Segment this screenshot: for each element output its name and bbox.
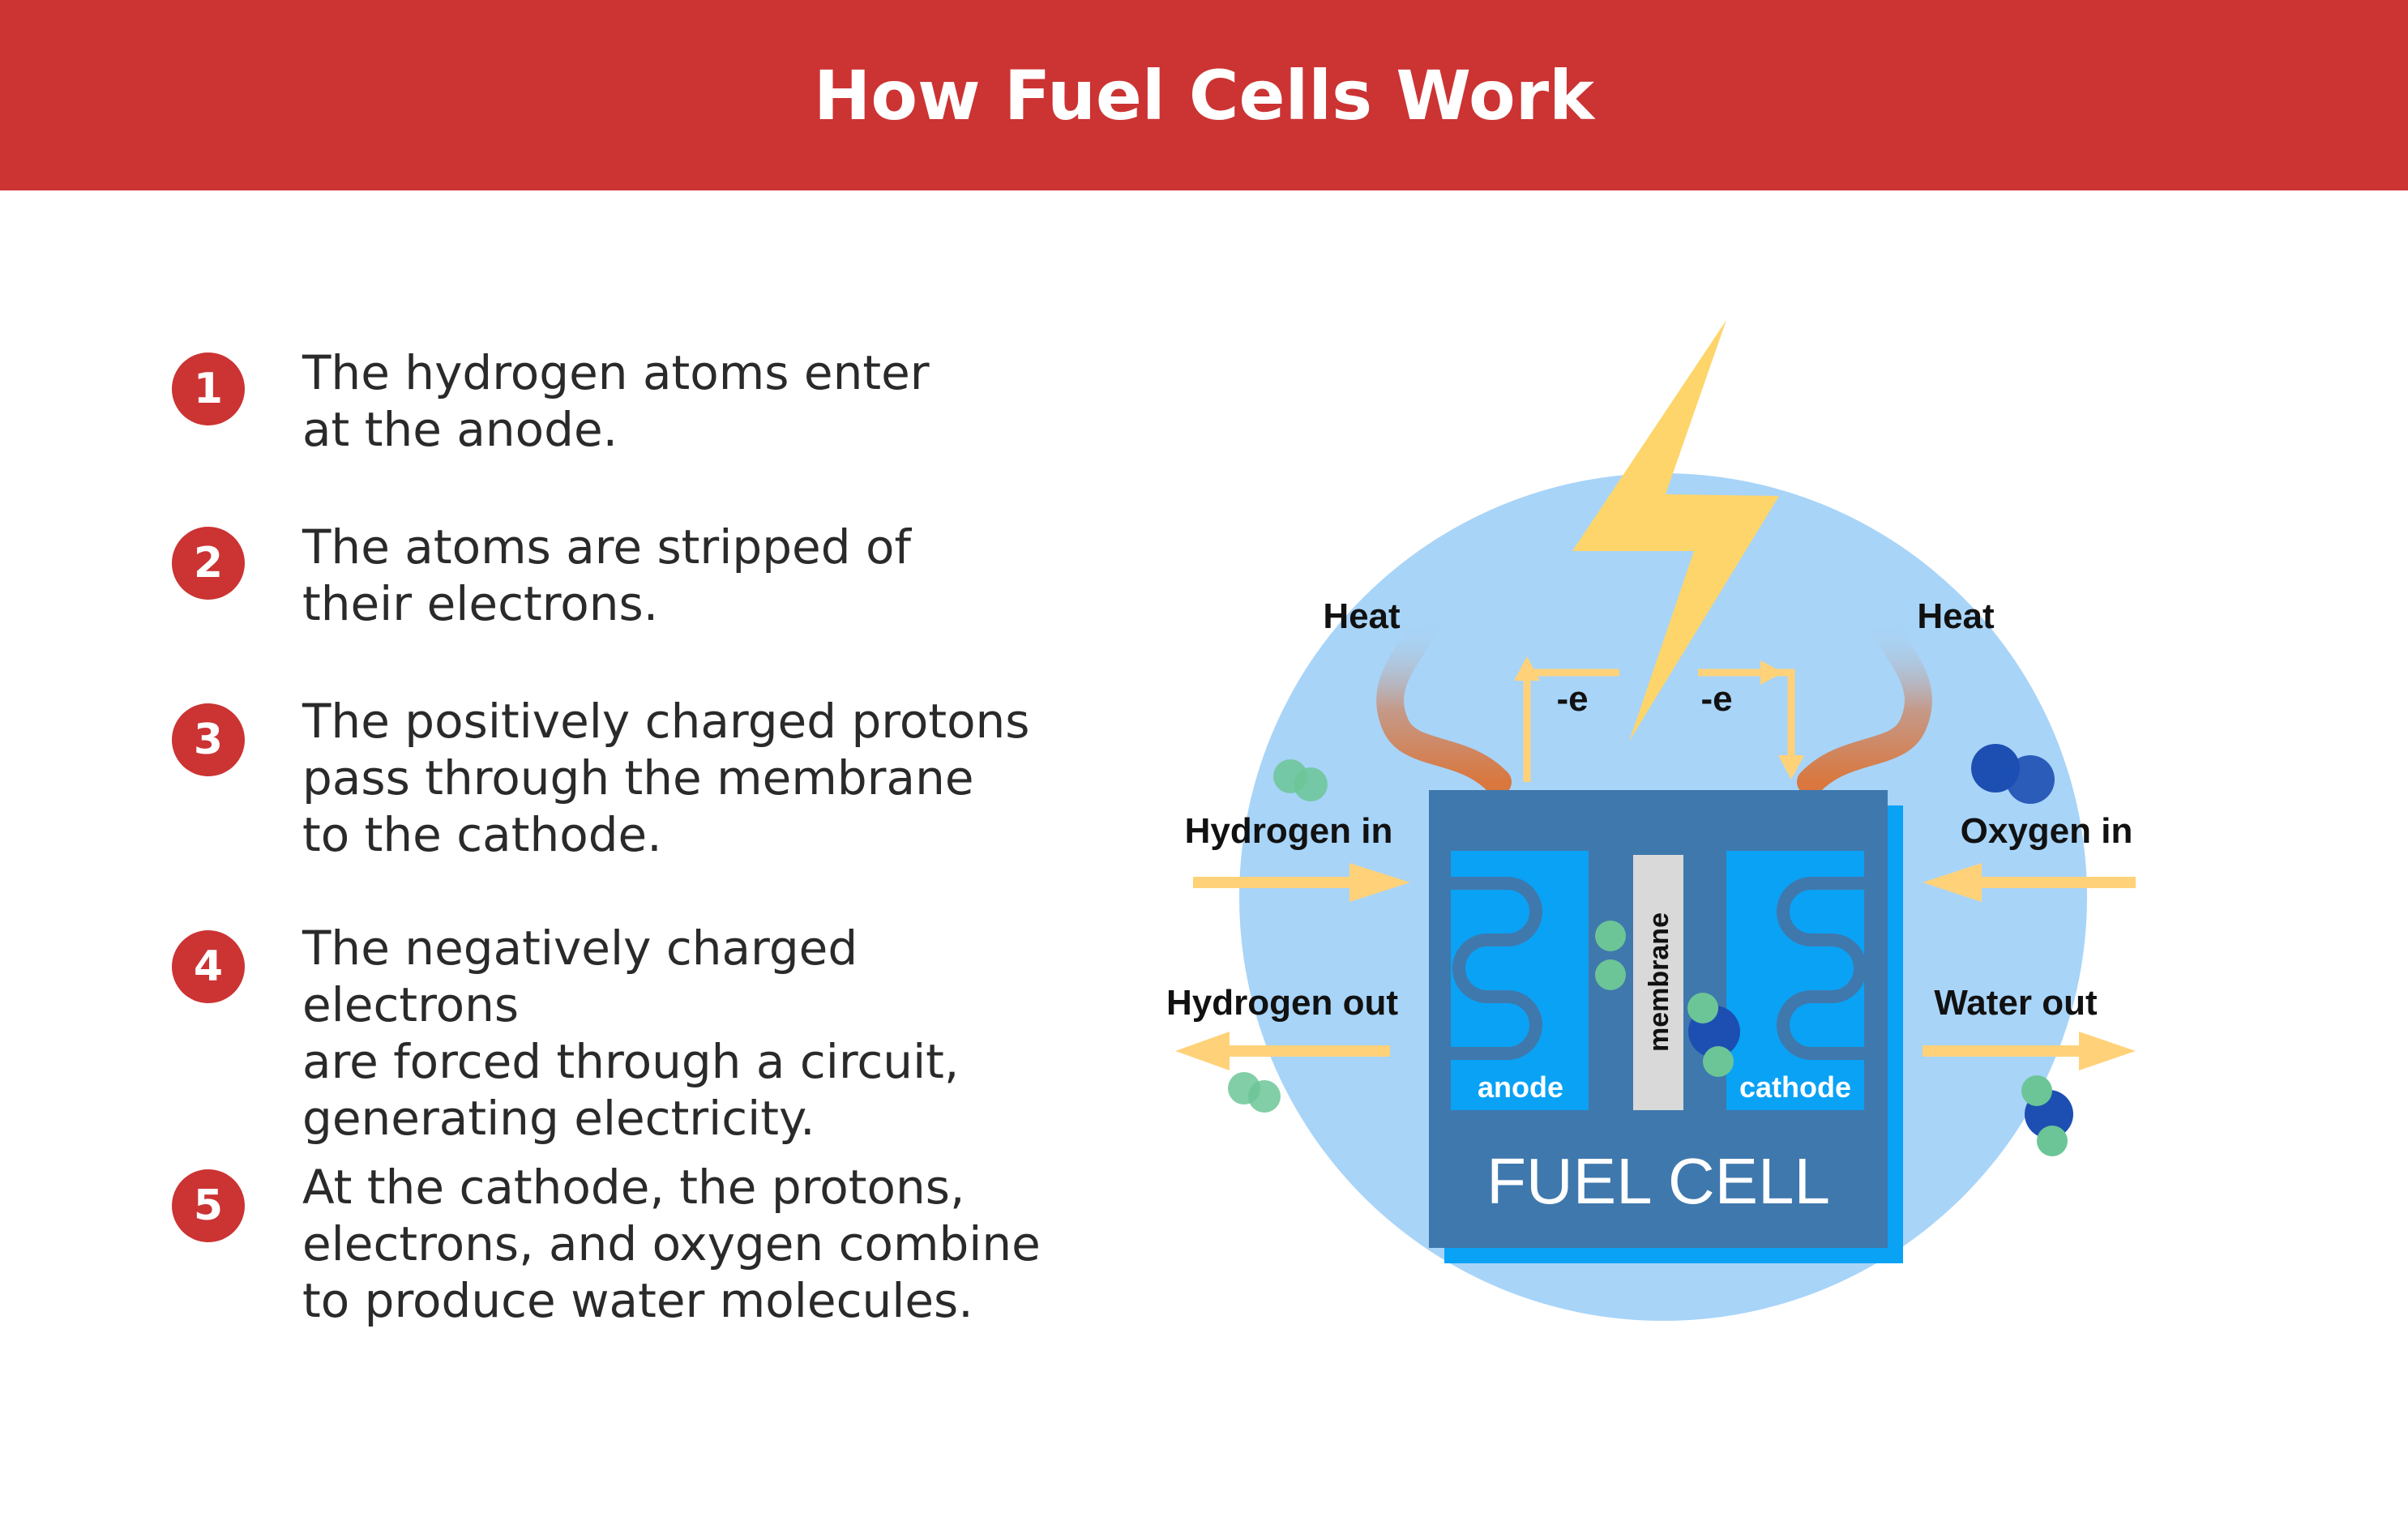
step-number-badge: 1 (172, 352, 245, 425)
fuel-cell-label: FUEL CELL (1486, 1145, 1830, 1217)
water-molecule-in-cell-icon (1687, 993, 1740, 1077)
hydrogen-out-arrow-icon (1175, 1032, 1390, 1070)
oxygen-in-arrow-icon (1923, 863, 2136, 902)
anode-channel-icon (1451, 877, 1542, 1060)
heat-label-right: Heat (1917, 596, 1995, 636)
anode-label-box (1451, 1060, 1589, 1110)
step-number-badge: 2 (172, 527, 245, 600)
water-out-label: Water out (1934, 983, 2098, 1023)
water-molecule-out-icon (2021, 1075, 2073, 1156)
steps-list: 1 The hydrogen atoms enter at the anode.… (0, 0, 1094, 1521)
page-title: How Fuel Cells Work (814, 55, 1594, 135)
anode-label: anode (1478, 1070, 1563, 1104)
hydrogen-out-label: Hydrogen out (1166, 983, 1398, 1023)
heat-plume-left-icon (1376, 606, 1512, 796)
step-text: At the cathode, the protons, electrons, … (302, 1160, 1041, 1328)
hydrogen-in-label: Hydrogen in (1185, 811, 1393, 851)
hydrogen-in-arrow-icon (1193, 863, 1410, 902)
step-text: The positively charged protons pass thro… (302, 694, 1030, 862)
electron-arrow-right-icon (1698, 660, 1804, 780)
lightning-bolt-icon (1572, 320, 1779, 741)
cathode-label: cathode (1739, 1070, 1851, 1104)
electron-arrow-left-icon (1514, 656, 1619, 782)
step-number-badge: 4 (172, 930, 245, 1003)
hydrogen-molecule-in-icon (1273, 759, 1328, 801)
step-text: The atoms are stripped of their electron… (302, 519, 911, 631)
step-number-badge: 5 (172, 1169, 245, 1242)
electron-label-left: -e (1556, 679, 1588, 719)
step-text: The negatively charged electrons are for… (302, 921, 960, 1146)
step-number-badge: 3 (172, 703, 245, 776)
proton-icon (1595, 921, 1626, 990)
oxygen-in-label: Oxygen in (1961, 811, 2133, 851)
hydrogen-molecule-out-icon (1228, 1072, 1281, 1113)
cathode-channel-icon (1777, 877, 1867, 1060)
step-text: The hydrogen atoms enter at the anode. (302, 345, 930, 457)
title-banner: How Fuel Cells Work (0, 0, 2408, 190)
heat-label-left: Heat (1323, 596, 1401, 636)
water-out-arrow-icon (1923, 1032, 2136, 1070)
membrane-label: membrane (1644, 912, 1674, 1052)
heat-plume-right-icon (1797, 606, 1932, 796)
membrane-strip (1633, 855, 1683, 1110)
oxygen-molecule-in-icon (1971, 744, 2055, 804)
electron-label-right: -e (1700, 679, 1732, 719)
